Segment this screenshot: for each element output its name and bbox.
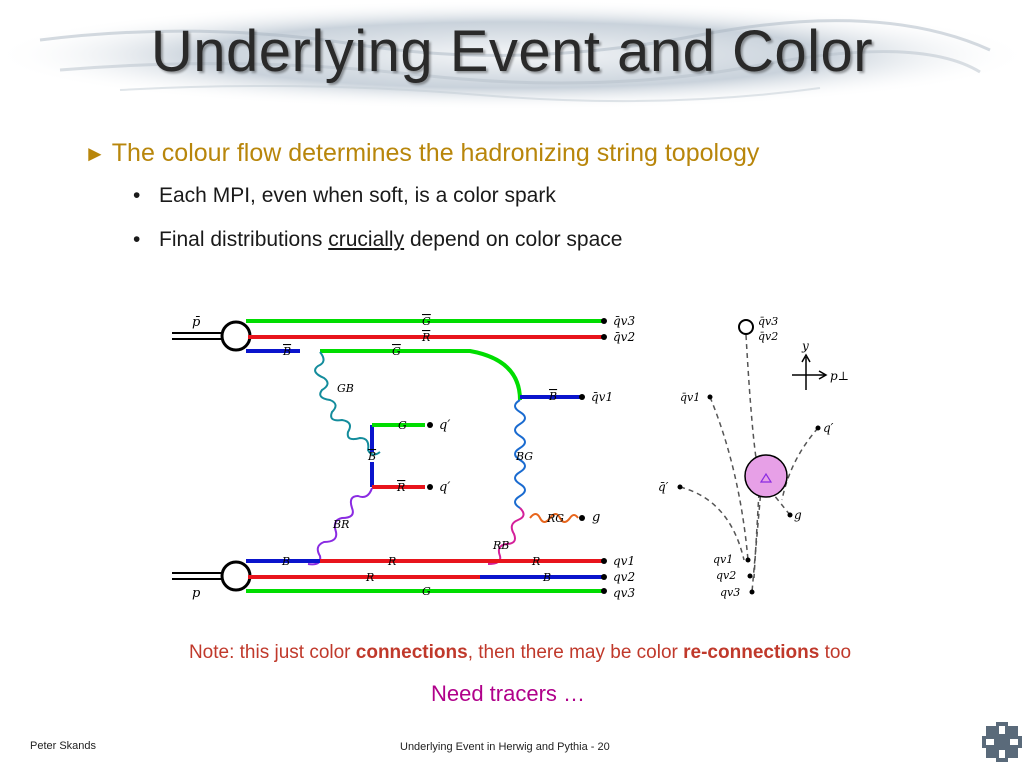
label-gbar-top: G [422,315,431,328]
label-r-bot1: R [387,555,396,568]
triangle-bullet-icon: ► [84,141,106,166]
label-rbar-top: R [421,331,430,344]
label-r-q-v1: qv1 [713,553,733,566]
label-r-qbar-prime: q̄′ [658,480,669,494]
interaction-blob [744,454,788,498]
label-rbbar: RB [492,539,509,552]
note-bold-connections: connections [355,642,468,663]
bullet-level2-b: • Final distributions crucially depend on… [133,228,622,252]
label-bbar-right: B [548,390,557,403]
proton-bar-blob [220,320,252,352]
label-qbar-v3: q̄v3 [613,314,635,328]
footer-title-page: Underlying Event in Herwig and Pythia - … [400,741,610,753]
label-r-q-v3: qv3 [720,586,740,599]
label-gbar-mid: G [392,345,401,358]
bullet-level1: ►The colour flow determines the hadroniz… [84,139,759,168]
label-qbar-v2: q̄v2 [613,330,635,344]
note-post: too [819,642,852,663]
label-p: p [192,586,201,601]
dot-bullet-icon: • [133,228,141,251]
label-y-axis: y [801,339,809,353]
label-pbar: p̄ [192,315,201,330]
label-bgbar: BG [515,450,533,463]
label-g-out: g [592,510,600,525]
label-r-qbar-v1: q̄v1 [680,391,700,404]
label-r-q-v2: qv2 [716,569,736,582]
label-qbar-v1: q̄v1 [591,390,613,404]
bullet-level2-b-pre: Final distributions [159,228,329,251]
note-bold-reconnections: re-connections [683,642,820,663]
label-gbbar: GB [337,382,354,395]
colour-flow-diagram: p̄ p G R B G GB B G B R BR BG RG RB B R … [172,314,635,601]
label-q-v3: qv3 [613,586,635,600]
label-bbar-vert: B [367,450,376,463]
label-brbar: BR [332,518,349,531]
title-banner [0,0,1024,110]
label-g-bot: G [422,585,431,598]
footer-author: Peter Skands [30,740,97,752]
label-bbar-left: B [282,345,291,358]
slide-title: Underlying Event and Color [150,19,874,84]
bullet-level2-b-post: depend on color space [404,228,623,251]
bullet-level1-text: The colour flow determines the hadronizi… [111,139,760,167]
label-r-qbar-v2: q̄v2 [758,330,778,343]
label-r-g: g [794,508,802,522]
dot-bullet-icon: • [133,184,141,207]
label-q-prime-1: q′ [439,418,450,433]
label-r-qbar-v3: q̄v3 [758,315,778,328]
bullet-level2-b-underlined: crucially [328,228,405,251]
label-r-q-prime: q′ [823,421,834,435]
label-rbar-q: R [396,481,405,494]
label-q-v1: qv1 [613,554,635,568]
proton-blob [220,560,252,592]
label-b-bot: B [281,555,290,568]
label-q-v2: qv2 [613,570,635,584]
label-rgbar: RG [546,512,564,525]
note-mid: , then there may be color [467,642,684,663]
tracers-line: Need tracers … [430,681,586,706]
fermilab-logo-icon [982,722,1022,762]
label-q-prime-2: q′ [439,480,450,495]
label-g: G [398,419,407,432]
bullet-level2-a: • Each MPI, even when soft, is a color sp… [133,184,556,208]
label-r-bot1b: R [531,555,540,568]
note-line: Note: this just color connections, then … [0,642,1024,664]
transverse-plane-diagram: q̄v3 q̄v2 y p⊥ q̄v1 q′ q̄′ g qv1 [658,315,849,599]
bullet-level2-a-text: Each MPI, even when soft, is a color spa… [159,184,556,207]
label-r-bot2: R [365,571,374,584]
note-pre: Note: this just color [188,642,356,663]
label-b-bot2: B [542,571,551,584]
label-pt-axis: p⊥ [830,369,849,383]
